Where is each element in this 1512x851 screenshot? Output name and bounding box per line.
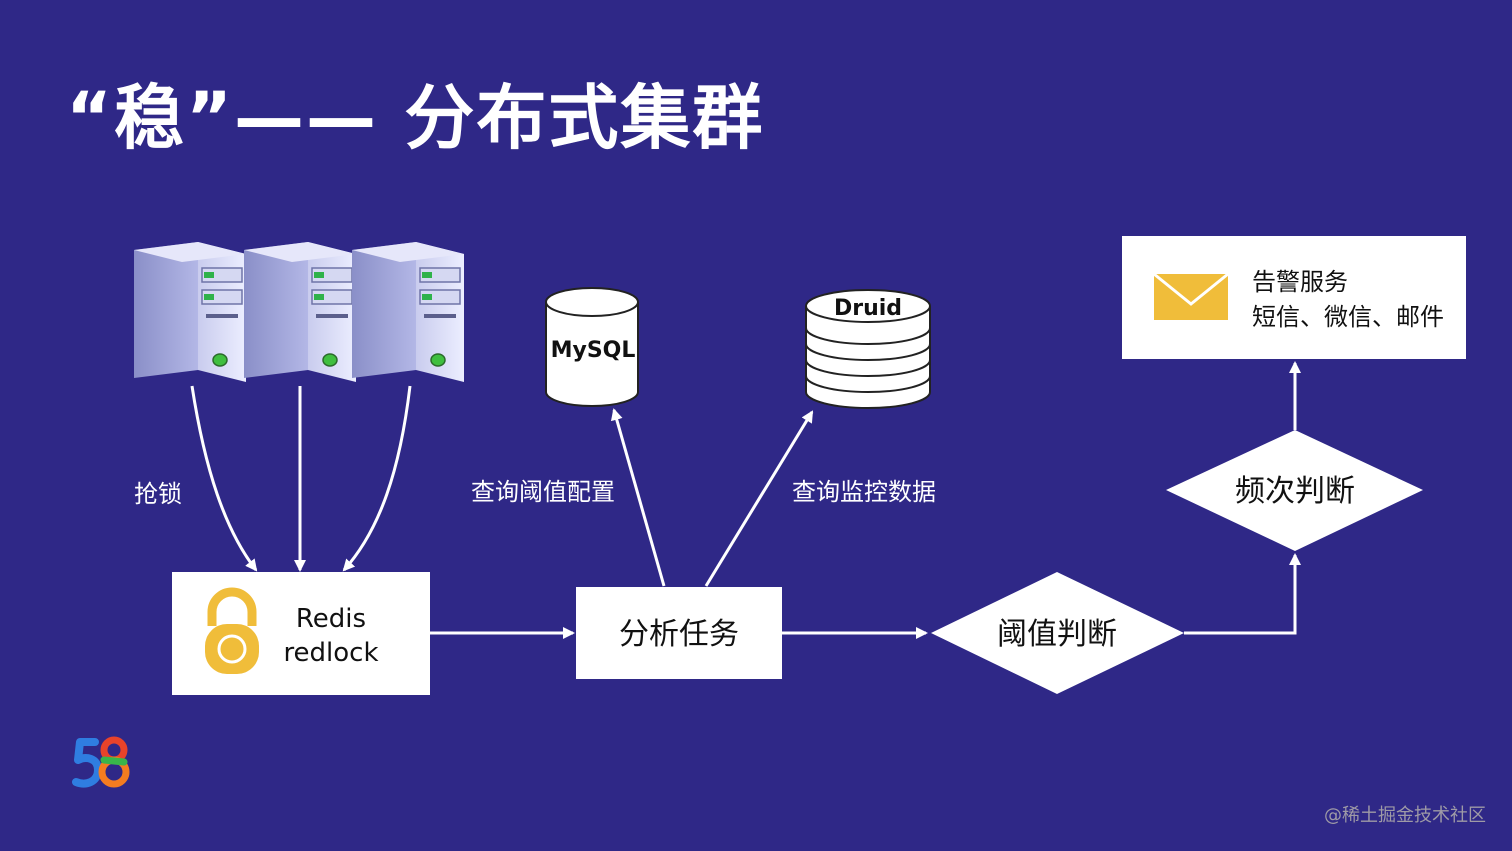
druid-database-icon: [805, 289, 931, 409]
analysis-task-label: 分析任务: [619, 617, 739, 652]
frequency-judge-diamond: [1166, 430, 1423, 551]
label-query-threshold-config: 查询阈值配置: [471, 478, 615, 506]
server-icon: [351, 241, 465, 383]
mysql-label: MySQL: [551, 338, 636, 363]
label-query-monitor-data: 查询监控数据: [792, 478, 936, 506]
threshold-judge-label: 阈值判断: [997, 617, 1117, 652]
redis-label: Redis: [296, 604, 366, 634]
arrow-threshold-to-frequency: [1184, 553, 1301, 635]
page-title: “稳”—— 分布式集群: [66, 77, 765, 159]
arrow-analysis-to-druid: [704, 410, 814, 587]
mysql-database-icon: [545, 287, 639, 407]
alarm-channels: 短信、微信、邮件: [1252, 303, 1444, 331]
threshold-judge-diamond: [931, 572, 1184, 694]
arrow-grab-lock-3: [342, 385, 412, 572]
arrow-analysis-to-mysql: [610, 408, 666, 587]
arrow-grab-lock-1: [190, 385, 258, 572]
server-icon: [243, 241, 357, 383]
redlock-label: redlock: [283, 638, 378, 668]
server-icon: [133, 241, 247, 383]
envelope-icon: [1153, 272, 1229, 320]
frequency-judge-label: 频次判断: [1235, 474, 1355, 509]
druid-label: Druid: [834, 296, 902, 321]
analysis-task-box: [576, 587, 782, 679]
alarm-service-title: 告警服务: [1252, 268, 1348, 296]
58-logo: [72, 736, 130, 788]
label-grab-lock: 抢锁: [134, 480, 182, 508]
lock-icon: [205, 587, 259, 674]
watermark: @稀土掘金技术社区: [1324, 805, 1486, 826]
